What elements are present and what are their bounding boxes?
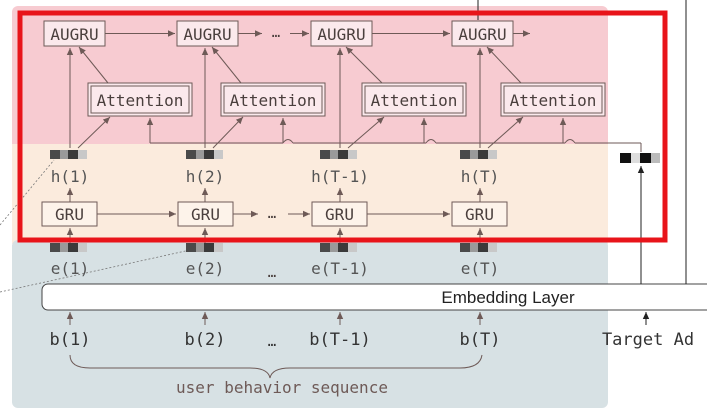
- attention-to-augru-arrow: [486, 46, 522, 84]
- gru-box: [311, 201, 368, 227]
- behavior-label: b(T): [460, 330, 501, 350]
- target-ad-embedding: [620, 153, 660, 163]
- sequence-label: user behavior sequence: [176, 378, 388, 397]
- attention-box: [87, 82, 193, 117]
- hidden-to-attention-arrow: [487, 116, 524, 149]
- behavior-label: b(T-1): [309, 330, 370, 350]
- hidden-state-embedding: [320, 150, 357, 159]
- augru-box: [43, 20, 106, 47]
- attention-label: Attention: [371, 91, 458, 110]
- bus-crossing-bump: [425, 139, 437, 144]
- attention-box: [220, 82, 326, 117]
- interest-extractor-layer-region: [12, 144, 608, 244]
- attention-box: [500, 82, 606, 117]
- gru-label: GRU: [325, 205, 354, 224]
- attention-box: [361, 82, 467, 117]
- embedding-vector: [460, 243, 497, 252]
- hidden-state-embedding: [460, 150, 497, 159]
- attention-label: Attention: [510, 91, 597, 110]
- attention-to-augru-arrow: [211, 46, 242, 84]
- embedding-label: e(1): [51, 259, 90, 278]
- sequence-brace: [69, 354, 483, 379]
- hidden-state-embedding: [50, 150, 87, 159]
- embedding-vector: [50, 243, 87, 252]
- attention-label: Attention: [230, 91, 317, 110]
- gru-label: GRU: [465, 205, 494, 224]
- embedding-vector: [320, 243, 357, 252]
- behavior-ellipsis: …: [268, 334, 276, 350]
- bus-arrows: [282, 139, 576, 144]
- attention-inner-border: [223, 85, 323, 114]
- highlight-frame: [17, 10, 668, 243]
- target-ad-label: Target Ad: [602, 330, 694, 350]
- behavior-label: b(2): [185, 330, 226, 350]
- embedding-label: e(T-1): [311, 259, 369, 278]
- embedding-label: e(2): [186, 259, 225, 278]
- bus-crossing-bump: [282, 139, 294, 144]
- bus-crossing-bump: [564, 139, 576, 144]
- attention-inner-border: [364, 85, 464, 114]
- behavior-label: b(1): [50, 330, 91, 350]
- hidden-to-attention-arrow: [212, 116, 244, 149]
- attention-to-augru-arrow: [345, 46, 383, 84]
- hidden-state-embedding: [186, 150, 223, 159]
- attention-inner-border: [90, 85, 190, 114]
- augru-label: AUGRU: [183, 25, 231, 44]
- attention-label: Attention: [97, 91, 184, 110]
- augru-ellipsis: …: [272, 25, 280, 41]
- embedding-layer-bar: [41, 283, 707, 311]
- embedding-label: e(T): [461, 259, 500, 278]
- augru-box: [451, 20, 514, 47]
- attention-to-augru-arrow: [78, 46, 109, 84]
- dashed-leader-2: [0, 249, 191, 293]
- behavior-layer-region: [12, 240, 608, 408]
- hidden-state-label: h(2): [186, 167, 225, 186]
- gru-label: GRU: [55, 205, 84, 224]
- gru-label: GRU: [191, 205, 220, 224]
- augru-box: [310, 20, 373, 47]
- gru-box: [177, 201, 234, 227]
- hidden-state-label: h(1): [51, 167, 90, 186]
- hidden-state-label: h(T-1): [311, 167, 369, 186]
- hidden-to-attention-arrow: [347, 116, 385, 149]
- gru-box: [451, 201, 508, 227]
- embedding-vector: [186, 243, 223, 252]
- augru-label: AUGRU: [458, 25, 506, 44]
- embedding-ellipsis: …: [268, 265, 276, 281]
- embedding-layer-label: Embedding Layer: [441, 288, 575, 307]
- hidden-to-attention-arrow: [77, 116, 111, 149]
- gru-box: [41, 201, 98, 227]
- augru-label: AUGRU: [50, 25, 98, 44]
- attention-inner-border: [503, 85, 603, 114]
- hidden-state-label: h(T): [461, 167, 500, 186]
- gru-ellipsis: …: [268, 206, 276, 222]
- augru-label: AUGRU: [317, 25, 365, 44]
